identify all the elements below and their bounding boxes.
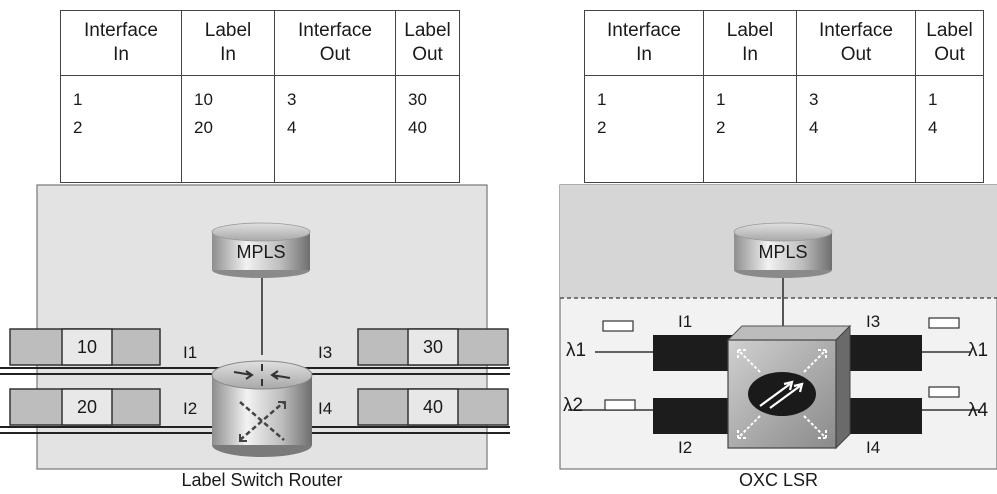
mpls-label: MPLS: [758, 242, 808, 262]
port-label-i1: I1: [183, 343, 198, 362]
port-label-i3: I3: [318, 343, 333, 362]
label-box-20: [9, 388, 161, 426]
label-box-30: [357, 328, 509, 366]
router-icon: [211, 360, 313, 457]
oxc-switch-icon: [726, 324, 852, 450]
label-table-right: Interface In Label In Interface Out Labe…: [584, 10, 984, 183]
label-value-40: 40: [422, 397, 444, 417]
label-value-30: 30: [422, 337, 444, 357]
lambda-label: λ1: [566, 340, 587, 361]
lambda-label: λ2: [563, 395, 584, 416]
label-value-10: 10: [76, 337, 98, 357]
label-box-40: [357, 388, 509, 426]
port-label-i4: I4: [318, 399, 333, 418]
table-header: Label Out: [395, 10, 460, 76]
label-box-10: [9, 328, 161, 366]
port-label-i2: I2: [678, 438, 693, 457]
lambda-label: λ1: [968, 340, 989, 361]
port-label-i1: I1: [678, 312, 693, 331]
table-header: Interface In: [60, 10, 182, 76]
label-table-left: Interface In Label In Interface Out Labe…: [60, 10, 460, 183]
table-header: Interface Out: [796, 10, 916, 76]
mpls-cylinder-icon: [733, 222, 833, 278]
mpls-label: MPLS: [236, 242, 286, 262]
caption-oxc-lsr: OXC LSR: [738, 470, 819, 490]
port-label-i4: I4: [866, 438, 881, 457]
table-header: Interface Out: [274, 10, 396, 76]
table-header: Interface In: [584, 10, 704, 76]
table-header: Label Out: [915, 10, 984, 76]
label-value-20: 20: [76, 397, 98, 417]
port-label-i2: I2: [183, 399, 198, 418]
mpls-cylinder-icon: [211, 222, 311, 278]
caption-label-switch-router: Label Switch Router: [181, 470, 343, 490]
port-label-i3: I3: [866, 312, 881, 331]
lambda-label: λ4: [968, 400, 989, 421]
